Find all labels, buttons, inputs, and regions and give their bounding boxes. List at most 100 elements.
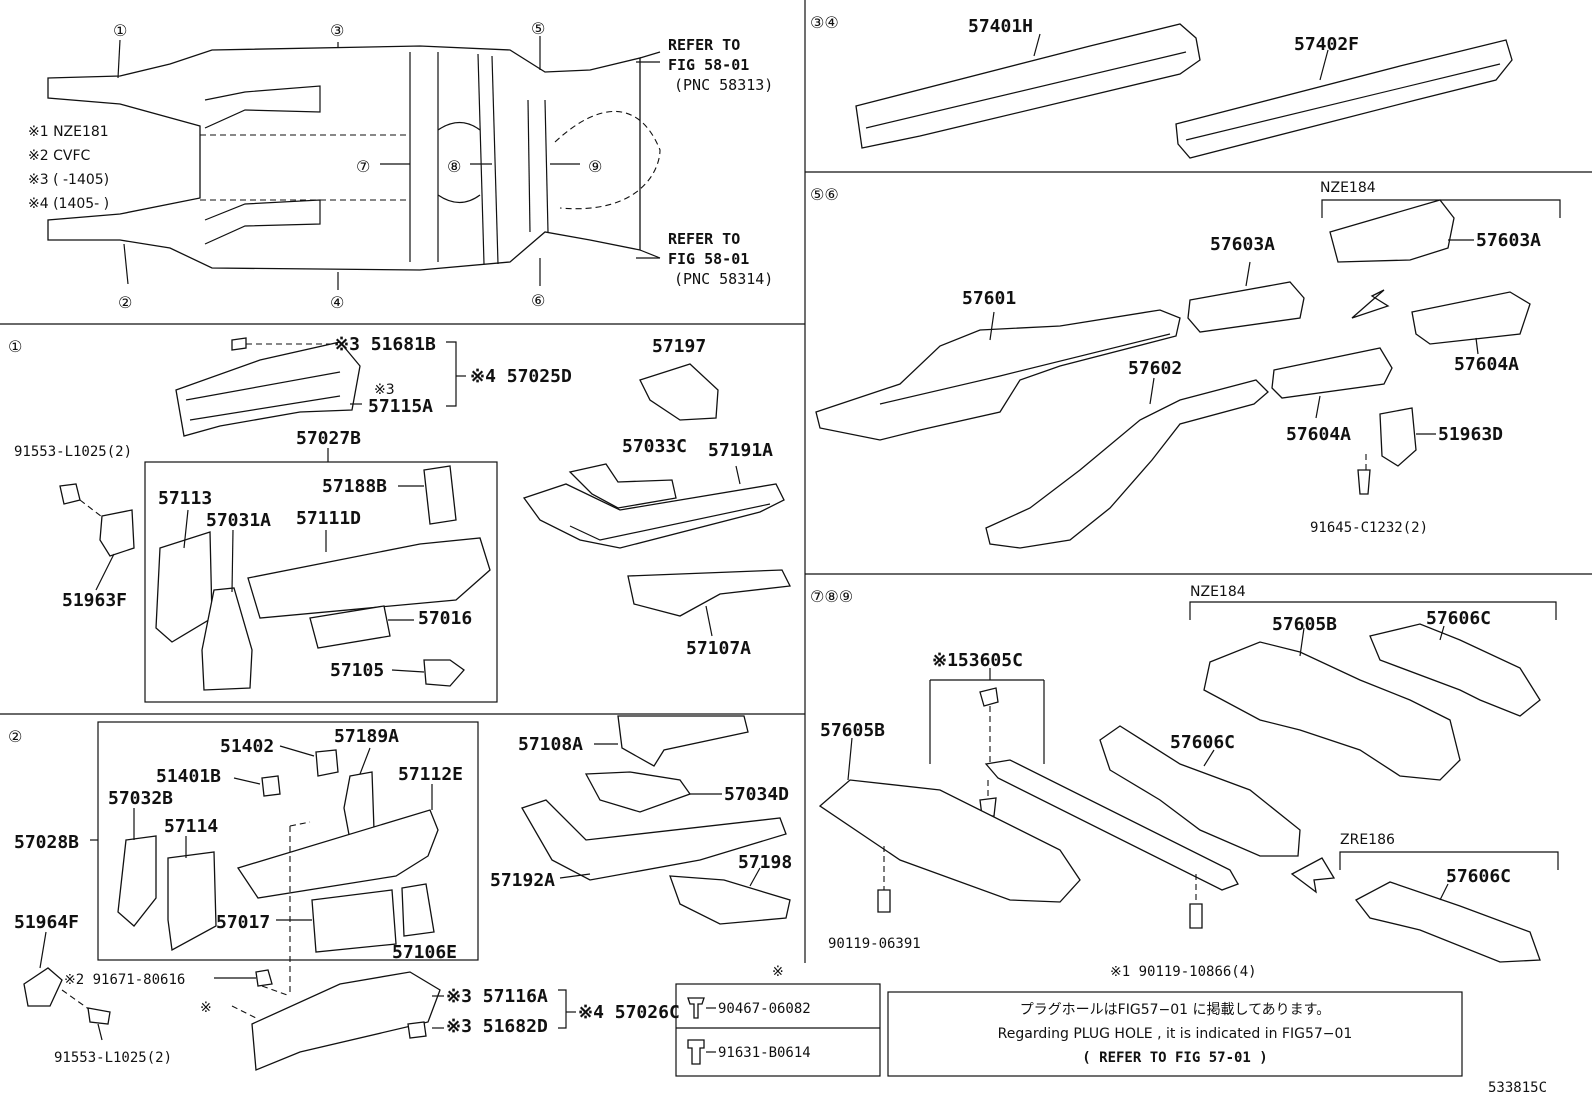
callout-1: ① xyxy=(113,21,127,40)
refer-top-line3: (PNC 58313) xyxy=(674,76,773,94)
fastener-90467-06082: 90467-06082 xyxy=(718,1001,811,1017)
label-57031A: 57031A xyxy=(206,510,271,531)
section-34-parts xyxy=(855,23,1513,159)
label-57401H: 57401H xyxy=(968,16,1033,37)
plug-note-en: Regarding PLUG HOLE , it is indicated in… xyxy=(998,1026,1353,1042)
panel-dividers xyxy=(0,0,1592,963)
label-57606C-a: 57606C xyxy=(1426,608,1491,629)
label-57033C: 57033C xyxy=(622,436,687,457)
label-57603A-b: 57603A xyxy=(1476,230,1541,251)
refer-top: REFER TO FIG 58-01 (PNC 58313) xyxy=(668,36,773,94)
note-4: ※4 (1405- ) xyxy=(28,196,109,212)
label-57028B: 57028B xyxy=(14,832,79,853)
section-1-labels: ※3 51681B ※3 57115A ※4 57025D 57197 9155… xyxy=(14,334,773,681)
label-57112E: 57112E xyxy=(398,764,463,785)
label-zre186: ZRE186 xyxy=(1340,832,1395,848)
fastener-box-header: ※ xyxy=(772,964,784,980)
plug-note-jp: プラグホールはFIG57−01 に掲載してあります。 xyxy=(1020,1002,1331,1018)
label-57025D: ※4 57025D xyxy=(470,366,572,387)
plug-hole-note: プラグホールはFIG57−01 に掲載してあります。 Regarding PLU… xyxy=(887,991,1463,1077)
note-2: ※2 CVFC xyxy=(28,148,90,164)
label-51402: 51402 xyxy=(220,736,274,757)
label-57604A-b: 57604A xyxy=(1454,354,1519,375)
refer-bottom: REFER TO FIG 58-01 (PNC 58314) xyxy=(668,230,773,288)
label-91553-L1025-b: 91553-L1025(2) xyxy=(54,1050,172,1066)
label-57189A: 57189A xyxy=(334,726,399,747)
label-57606C-c: 57606C xyxy=(1446,866,1511,887)
label-57114: 57114 xyxy=(164,816,218,837)
label-51964F: 51964F xyxy=(14,912,79,933)
label-53605C: ※153605C xyxy=(932,650,1023,671)
label-57026C: ※4 57026C xyxy=(578,1002,680,1023)
label-91553-L1025: 91553-L1025(2) xyxy=(14,444,132,460)
label-51682D: ※3 51682D xyxy=(446,1016,548,1037)
fastener-91631-B0614: 91631-B0614 xyxy=(718,1045,811,1061)
callout-9: ⑨ xyxy=(588,157,602,176)
label-57606C-b: 57606C xyxy=(1170,732,1235,753)
section-789-title: ⑦⑧⑨ xyxy=(810,587,853,606)
section-2-parts xyxy=(23,715,791,1071)
callout-2: ② xyxy=(118,293,132,312)
section-34-title: ③④ xyxy=(810,13,839,32)
section-1-parts xyxy=(59,337,791,703)
section-789-parts xyxy=(818,601,1559,963)
label-nze184-a: NZE184 xyxy=(1320,180,1376,196)
overview-callouts: ① ③ ⑤ ⑦ ⑧ ⑨ ② ④ ⑥ xyxy=(113,19,602,312)
label-57116A: ※3 57116A xyxy=(446,986,548,1007)
label-57115A-note: ※3 xyxy=(374,382,395,398)
section-2-labels: 51402 57189A 57108A 51401B 57112E 57032B… xyxy=(14,726,792,1066)
label-57027B: 57027B xyxy=(296,428,361,449)
label-57105: 57105 xyxy=(330,660,384,681)
label-57605B-a: 57605B xyxy=(1272,614,1337,635)
refer-bottom-line1: REFER TO xyxy=(668,230,740,248)
label-57111D: 57111D xyxy=(296,508,361,529)
section-34-labels: 57401H 57402F xyxy=(968,16,1359,55)
section-789-labels: NZE184 57605B 57606C ※153605C 57605B 576… xyxy=(820,584,1511,980)
overview-diagram xyxy=(47,36,661,290)
label-57113: 57113 xyxy=(158,488,212,509)
label-51963F: 51963F xyxy=(62,590,127,611)
bolt-icon xyxy=(687,1039,705,1065)
label-57605B-b: 57605B xyxy=(820,720,885,741)
label-90119-10866: ※1 90119-10866(4) xyxy=(1110,964,1257,980)
callout-5: ⑤ xyxy=(531,19,545,38)
label-57603A-a: 57603A xyxy=(1210,234,1275,255)
label-57402F: 57402F xyxy=(1294,34,1359,55)
label-57602: 57602 xyxy=(1128,358,1182,379)
label-57604A-a: 57604A xyxy=(1286,424,1351,445)
label-57108A: 57108A xyxy=(518,734,583,755)
callout-8: ⑧ xyxy=(447,157,461,176)
label-91671-80616: ※2 91671-80616 xyxy=(64,972,185,988)
label-51401B: 51401B xyxy=(156,766,221,787)
figure-code: 533815C xyxy=(1488,1080,1547,1096)
label-90119-06391: 90119-06391 xyxy=(828,936,921,952)
note-3: ※3 ( -1405) xyxy=(28,172,109,188)
refer-top-line1: REFER TO xyxy=(668,36,740,54)
label-57188B: 57188B xyxy=(322,476,387,497)
plug-note-refer: ( REFER TO FIG 57-01 ) xyxy=(1082,1050,1267,1066)
section-56-parts xyxy=(815,199,1561,549)
label-57016: 57016 xyxy=(418,608,472,629)
refer-bottom-line3: (PNC 58314) xyxy=(674,270,773,288)
refer-top-line2: FIG 58-01 xyxy=(668,56,749,74)
section-56-title: ⑤⑥ xyxy=(810,185,839,204)
label-57032B: 57032B xyxy=(108,788,173,809)
clip-icon xyxy=(687,997,705,1019)
callout-3: ③ xyxy=(330,21,344,40)
callout-7: ⑦ xyxy=(356,157,370,176)
overview-notes: ※1 NZE181 ※2 CVFC ※3 ( -1405) ※4 (1405- … xyxy=(28,124,109,212)
section-1-title: ① xyxy=(8,337,22,356)
refer-bottom-line2: FIG 58-01 xyxy=(668,250,749,268)
label-57115A: 57115A xyxy=(368,396,433,417)
label-57106E: 57106E xyxy=(392,942,457,963)
label-57034D: 57034D xyxy=(724,784,789,805)
callout-6: ⑥ xyxy=(531,291,545,310)
label-57107A: 57107A xyxy=(686,638,751,659)
label-91645-C1232: 91645-C1232(2) xyxy=(1310,520,1428,536)
label-57601: 57601 xyxy=(962,288,1016,309)
label-57198: 57198 xyxy=(738,852,792,873)
label-51681B: ※3 51681B xyxy=(334,334,436,355)
label-57191A: 57191A xyxy=(708,440,773,461)
label-nze184-b: NZE184 xyxy=(1190,584,1246,600)
